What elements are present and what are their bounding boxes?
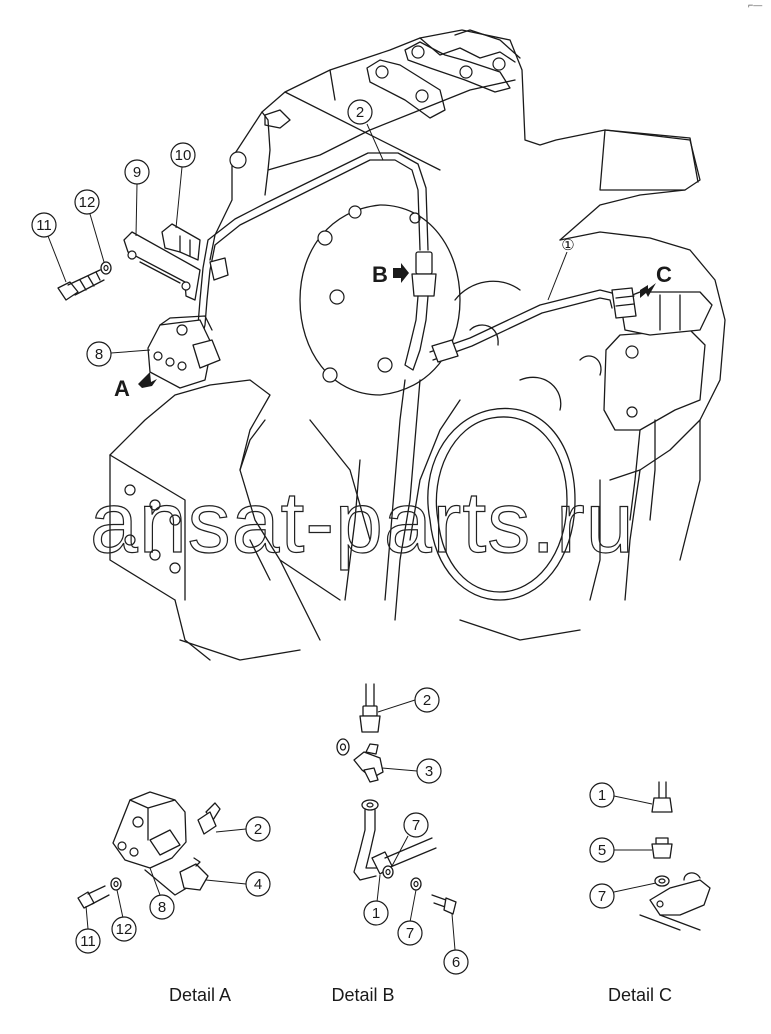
- bolt-11: [57, 269, 105, 301]
- svg-text:7: 7: [406, 925, 414, 942]
- detail-a-callout-11: 11: [75, 905, 101, 954]
- svg-text:12: 12: [116, 921, 133, 938]
- detail-c-fitting-5: [651, 837, 673, 859]
- svg-text:1: 1: [598, 787, 606, 804]
- detail-b-fitting-2: [359, 683, 381, 733]
- svg-text:2: 2: [423, 692, 431, 709]
- callout-2: 2: [347, 99, 384, 161]
- detail-b-washer-7a: [382, 865, 394, 879]
- detail-b-callout-1: 1: [363, 874, 389, 926]
- view-arrow-b: [393, 263, 409, 283]
- bracket-9: [123, 231, 201, 301]
- detail-c-callout-7: 7: [589, 882, 657, 909]
- detail-b-callout-7a: 7: [391, 812, 429, 867]
- corner-mark: ⌐—: [748, 0, 762, 10]
- svg-text:9: 9: [133, 164, 141, 181]
- svg-text:1: 1: [372, 905, 380, 922]
- detail-b-callout-6: 6: [443, 913, 469, 975]
- washer-12: [100, 261, 112, 275]
- detail-c-caption: Detail C: [608, 985, 672, 1005]
- detail-a-fitting-2: [197, 802, 221, 835]
- detail-b-callout-3: 3: [381, 758, 442, 784]
- detail-a-bolt-11: [77, 885, 110, 909]
- pipe-1: [429, 287, 637, 363]
- callout-9: 9: [124, 159, 150, 237]
- svg-text:10: 10: [175, 147, 192, 164]
- svg-text:2: 2: [356, 104, 364, 121]
- marker-a-label: A: [114, 376, 130, 401]
- svg-text:8: 8: [95, 346, 103, 363]
- callout-12: 12: [74, 189, 105, 263]
- svg-text:7: 7: [412, 817, 420, 834]
- detail-b-washer-7b: [410, 877, 422, 891]
- detail-a-callout-2: 2: [215, 816, 271, 842]
- callout-8: 8: [86, 341, 151, 367]
- detail-a-block: [112, 791, 201, 896]
- watermark-text: ansat-parts.ru: [90, 475, 635, 571]
- detail-a-view: 2 4 8 12 11 Detail A: [75, 791, 271, 1005]
- detail-a-callout-8: 8: [149, 867, 175, 920]
- main-assembly-view: A B C 2 10 9 12 11: [31, 29, 726, 661]
- svg-text:3: 3: [425, 763, 433, 780]
- svg-text:8: 8: [158, 899, 166, 916]
- svg-text:2: 2: [254, 821, 262, 838]
- block-8: [147, 257, 229, 389]
- view-arrow-c: [640, 283, 656, 298]
- detail-a-elbow-4: [179, 857, 209, 891]
- svg-text:11: 11: [36, 217, 52, 234]
- fitting-b: [404, 251, 437, 371]
- callout-10: 10: [170, 142, 196, 229]
- svg-text:①: ①: [561, 237, 574, 254]
- svg-text:5: 5: [598, 842, 606, 859]
- detail-c-pipe-1: [651, 781, 673, 813]
- detail-b-caption: Detail B: [331, 985, 394, 1005]
- detail-b-callout-7b: 7: [397, 889, 423, 946]
- detail-c-washer-7: [654, 875, 670, 887]
- callout-11: 11: [31, 212, 67, 283]
- detail-c-callout-1: 1: [589, 782, 653, 808]
- svg-text:4: 4: [254, 876, 262, 893]
- detail-c-valve: [639, 872, 711, 931]
- detail-a-callout-12: 12: [111, 889, 137, 942]
- view-arrow-a: [138, 372, 157, 388]
- detail-b-pipe-1: [353, 799, 437, 881]
- svg-text:7: 7: [598, 888, 606, 905]
- svg-text:12: 12: [79, 194, 96, 211]
- detail-b-tee-3: [336, 738, 384, 783]
- clip-10: [161, 223, 201, 261]
- pipe-2: [192, 152, 429, 346]
- svg-text:11: 11: [80, 933, 96, 950]
- callout-1: ①: [547, 237, 575, 301]
- detail-a-caption: Detail A: [169, 985, 231, 1005]
- marker-b-label: B: [372, 262, 388, 287]
- detail-b-view: 2 3 7 1 7 6 Detail B: [331, 683, 469, 1005]
- detail-c-callout-5: 5: [589, 837, 652, 863]
- transmission-housing: [109, 29, 726, 661]
- detail-c-view: 1 5 7 Detail C: [589, 781, 711, 1005]
- detail-a-callout-4: 4: [205, 871, 271, 897]
- detail-a-washer-12: [110, 877, 122, 891]
- detail-b-callout-2: 2: [377, 687, 440, 713]
- svg-text:6: 6: [452, 954, 460, 971]
- detail-b-bolt-6: [431, 894, 457, 915]
- marker-c-label: C: [656, 262, 672, 287]
